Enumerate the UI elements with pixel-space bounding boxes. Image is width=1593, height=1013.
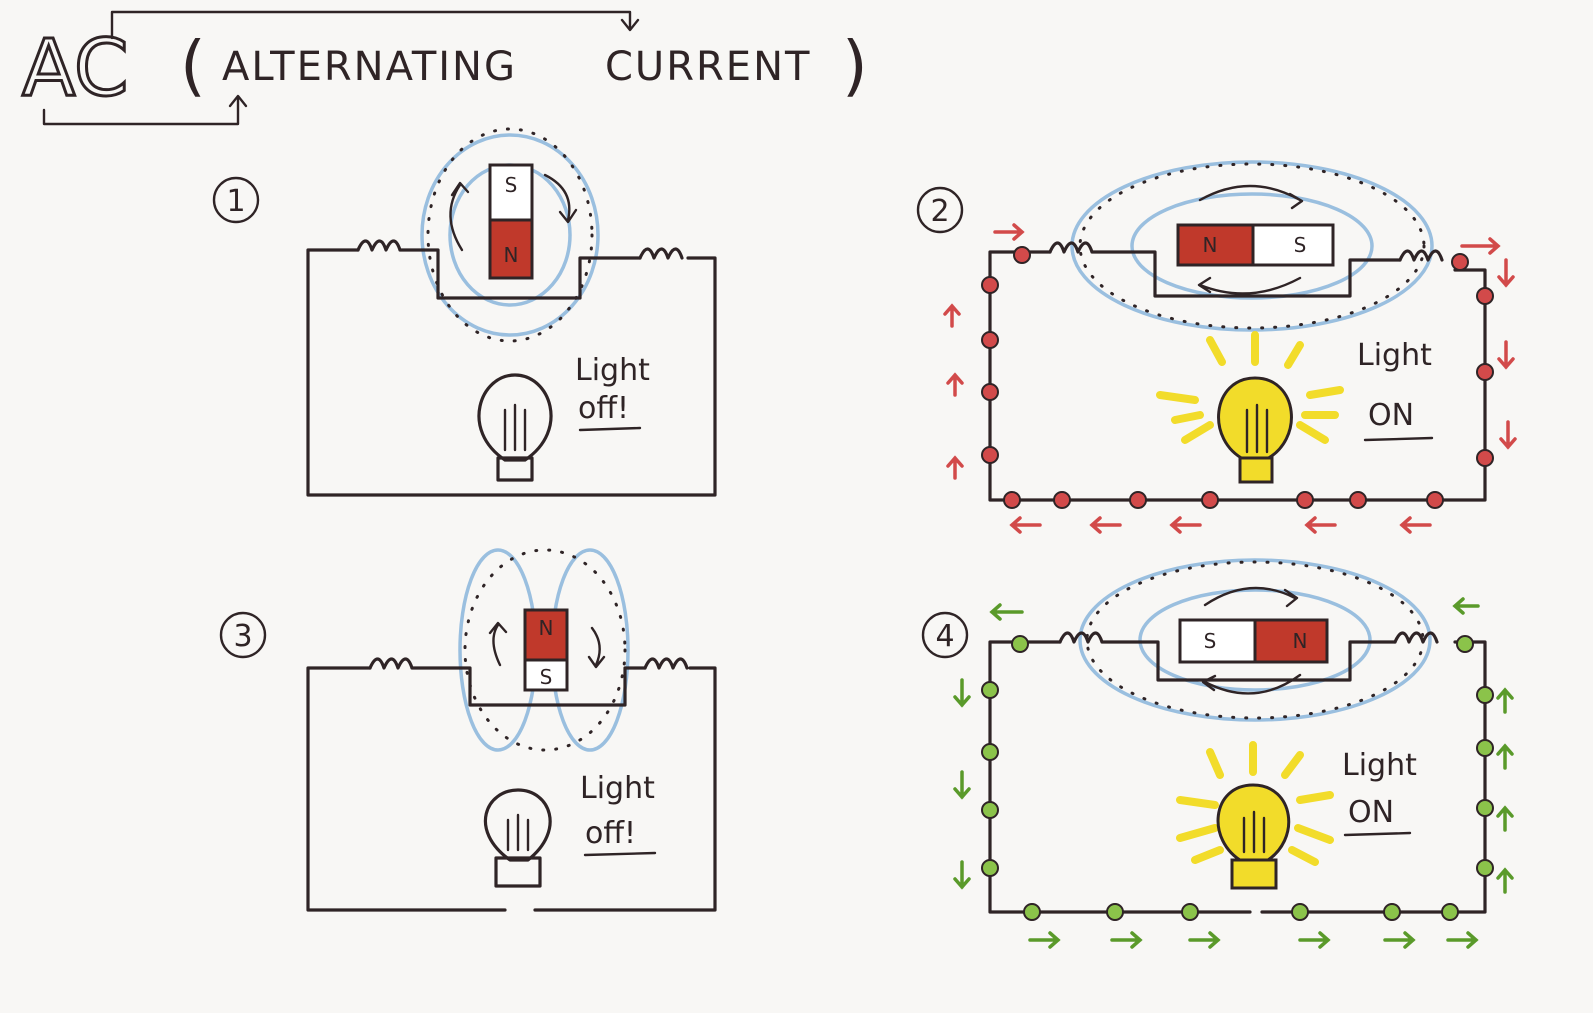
magnetic-field-dotted bbox=[426, 127, 594, 343]
bracket-bottom-arrow bbox=[42, 96, 240, 126]
title-word2: CURRENT bbox=[605, 44, 811, 90]
bracket-top-arrow bbox=[110, 10, 632, 40]
rotation-arrow-left bbox=[449, 181, 470, 252]
magnetic-field-inner bbox=[1130, 192, 1374, 300]
panel-number-circle bbox=[212, 176, 260, 224]
magnetic-field-outer bbox=[1070, 160, 1434, 332]
underline bbox=[1363, 436, 1434, 442]
underline bbox=[583, 851, 657, 857]
title-word1: ALTERNATING bbox=[222, 44, 517, 90]
coil-left bbox=[356, 239, 642, 300]
circuit-wire bbox=[306, 666, 717, 912]
magnet-bottom-label: S bbox=[540, 665, 553, 689]
coil-right bbox=[643, 657, 689, 670]
coil-right bbox=[638, 247, 684, 260]
magnet-right-label: N bbox=[1293, 629, 1308, 653]
panel-1: 1 S N Light off! bbox=[212, 127, 717, 497]
current-markers bbox=[981, 635, 1494, 921]
magnet-top-half bbox=[488, 163, 534, 222]
panel-number-circle bbox=[916, 186, 964, 234]
magnet-left-label: N bbox=[1203, 233, 1218, 257]
coil-right bbox=[1398, 249, 1444, 262]
panel-4: 4 S N Light ON bbox=[921, 558, 1514, 949]
panel-2: 2 N S Light ON bbox=[916, 160, 1517, 534]
bracket-bottom-arrowhead bbox=[228, 94, 248, 108]
bulb-off-icon bbox=[483, 788, 552, 862]
current-arrows bbox=[953, 597, 1514, 949]
rotation-arrow-bottom bbox=[1197, 276, 1302, 295]
bracket-top-arrowhead bbox=[620, 18, 640, 32]
magnet-left-half bbox=[1176, 223, 1255, 267]
magnet-bottom-half bbox=[523, 658, 569, 692]
magnetic-field-dotted bbox=[1078, 162, 1426, 330]
bulb-filament bbox=[506, 813, 530, 852]
title: AC ( ALTERNATING CURRENT ) bbox=[21, 10, 870, 126]
light-line2: off! bbox=[585, 816, 636, 851]
title-close-paren: ) bbox=[842, 27, 870, 104]
magnetic-field-outer bbox=[1078, 558, 1432, 722]
magnet-right-half bbox=[1251, 223, 1335, 267]
panel-number: 3 bbox=[233, 619, 252, 654]
magnetic-field-outer bbox=[420, 133, 600, 337]
magnetic-field-dotted bbox=[463, 548, 627, 752]
bulb-filament bbox=[503, 403, 527, 452]
bulb-base bbox=[496, 456, 534, 482]
light-line1: Light bbox=[1357, 338, 1432, 373]
coil-left bbox=[1048, 241, 1402, 298]
panel-number: 4 bbox=[935, 619, 954, 654]
rotation-arrow-right bbox=[543, 173, 578, 224]
panel-number: 2 bbox=[930, 194, 949, 229]
panel-number-circle bbox=[921, 611, 969, 659]
bulb-base bbox=[494, 856, 542, 888]
panel-number-circle bbox=[219, 611, 267, 659]
panel-number: 1 bbox=[226, 184, 245, 219]
rotation-arrow-right bbox=[587, 626, 606, 669]
magnet-right-half bbox=[1253, 618, 1329, 664]
bulb-on-icon bbox=[1176, 741, 1334, 890]
magnet-bottom-half bbox=[488, 218, 534, 280]
rotation-arrow-bottom bbox=[1201, 673, 1302, 695]
title-open-paren: ( bbox=[180, 27, 208, 104]
magnet-right-label: S bbox=[1294, 233, 1307, 257]
light-line2: ON bbox=[1348, 795, 1394, 830]
rotation-arrow-top bbox=[1203, 586, 1299, 608]
underline bbox=[1343, 831, 1412, 837]
coil-left bbox=[368, 657, 647, 707]
light-line1: Light bbox=[580, 771, 655, 806]
coil-right bbox=[1393, 631, 1439, 644]
bulb-off-icon bbox=[477, 373, 553, 462]
coil-left bbox=[1058, 631, 1397, 682]
light-line1: Light bbox=[575, 353, 650, 388]
rotation-arrow-left bbox=[488, 621, 508, 667]
underline bbox=[578, 426, 642, 432]
light-line1: Light bbox=[1342, 748, 1417, 783]
light-line2: off! bbox=[578, 391, 629, 426]
current-arrows bbox=[943, 223, 1517, 534]
magnet-top-label: N bbox=[539, 616, 554, 640]
magnet-top-label: S bbox=[505, 173, 518, 197]
current-markers bbox=[981, 246, 1494, 509]
magnet-top-half bbox=[523, 608, 569, 662]
circuit-wire bbox=[306, 248, 717, 497]
circuit-wire bbox=[988, 250, 1487, 502]
rotation-arrow-top bbox=[1198, 184, 1304, 210]
magnet-left-label: S bbox=[1204, 629, 1217, 653]
magnet-bottom-label: N bbox=[504, 243, 519, 267]
bulb-on-icon bbox=[1156, 331, 1344, 484]
magnetic-field-inner bbox=[1138, 588, 1372, 692]
magnet-left-half bbox=[1178, 618, 1257, 664]
light-line2: ON bbox=[1368, 398, 1414, 433]
panel-3: 3 N S Light off! bbox=[219, 548, 717, 912]
